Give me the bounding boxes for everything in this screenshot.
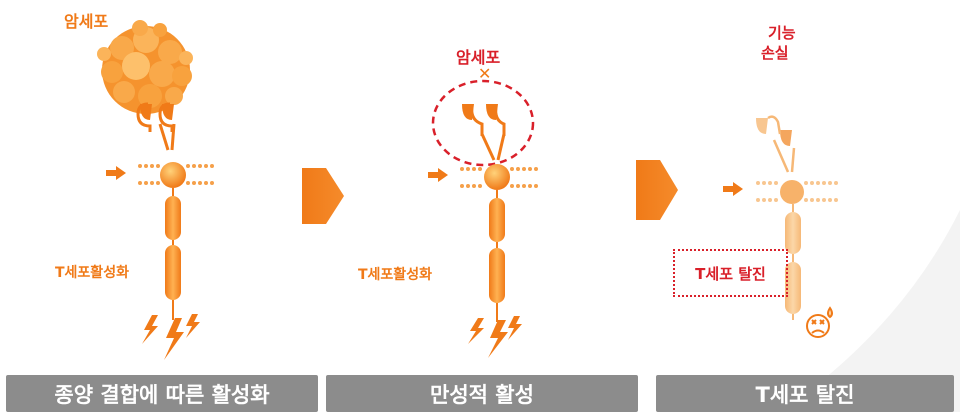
caption-chronic-activation: 만성적 활성: [326, 375, 638, 412]
exhaustion-box: T세포 탈진: [673, 249, 788, 297]
stimulus-arrow: [723, 182, 743, 196]
activation-label: T세포활성화: [358, 267, 432, 283]
signal-segment: [785, 262, 801, 314]
removed-mark-icon: ✕: [478, 64, 492, 83]
exhausted-face-icon: [806, 306, 833, 338]
dashed-circle: [431, 79, 535, 167]
membrane-ball: [780, 180, 804, 204]
lightning-icon: [468, 316, 522, 358]
signal-segment: [489, 248, 505, 303]
signal-segment: [165, 245, 181, 300]
cancer-cell-label: 암세포: [456, 48, 501, 67]
tcr-receptor: [462, 104, 506, 161]
signal-segment: [489, 198, 505, 242]
signal-segment: [785, 212, 801, 254]
background-shape: [780, 210, 960, 412]
caption-t-cell-exhaustion: T세포 탈진: [656, 375, 954, 412]
lightning-icon: [142, 314, 200, 360]
flow-arrow-icon: [302, 168, 344, 224]
cancer-cell: [97, 20, 193, 114]
stimulus-arrow: [428, 168, 448, 182]
function-loss-label-line2: 손실: [761, 44, 789, 62]
exhaustion-label: T세포 탈진: [695, 264, 766, 283]
cell-membrane: [460, 167, 538, 188]
tcr-receptor: [136, 102, 176, 151]
membrane-ball: [160, 162, 186, 188]
activation-label: T세포활성화: [55, 265, 129, 281]
caption-tumor-binding: 종양 결합에 따른 활성화: [6, 375, 318, 412]
signal-segment: [165, 196, 181, 240]
flow-arrow-icon: [636, 160, 678, 220]
stimulus-arrow: [106, 166, 126, 180]
membrane-ball: [484, 164, 510, 190]
cell-membrane: [138, 164, 214, 185]
tcr-receptor-faded: [756, 115, 796, 173]
function-loss-label-line1: 기능: [768, 24, 796, 42]
cancer-cell-label: 암세포: [64, 12, 109, 31]
cell-membrane: [756, 181, 838, 202]
